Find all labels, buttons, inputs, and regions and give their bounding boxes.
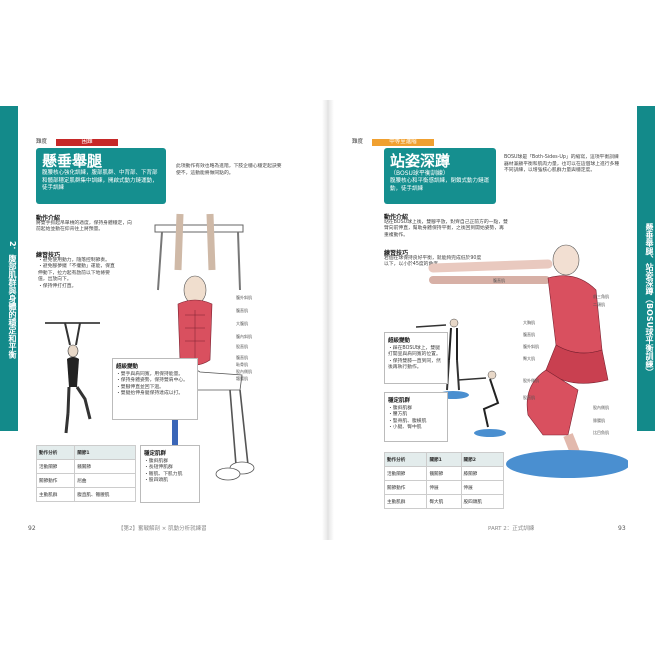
right-advanced-text: ・踩在BOSU球上，雙腿打開呈與肩同寬的位置。 ・保持雙膝一直到同，然後再執行動… (388, 346, 441, 371)
left-label-6: 腹直肌 (236, 355, 248, 360)
left-advanced-text: ・雙手與肩同寬，用保持能量。 ・保持身體姿勢，保持雙肩中心。 ・雙腳伸直並回下過… (116, 372, 188, 397)
left-tech-text: ・避免使用動力，隨落控制節奏。 ・避免腳夢擺「不擺動」運能，保直伸動下，拉力起有… (38, 258, 115, 289)
right-page-number: 93 (618, 525, 626, 532)
left-level-bar: 困難 (56, 139, 118, 146)
left-label-8: 股內側肌 (236, 369, 252, 374)
right-tech-text: 若個在球保持良好平衡，就能夠完成低於90度以下，以小於45度的角度。 (384, 256, 482, 268)
right-label-12: 比目魚肌 (593, 430, 609, 435)
table-cell: 關節1 (426, 452, 462, 467)
right-label-2: 前三角肌 (593, 294, 609, 299)
right-level-row: 難度 中等至進階 (352, 139, 434, 146)
table-cell: 屈曲 (74, 473, 136, 488)
right-label-4: 大胸肌 (523, 320, 535, 325)
left-chapter-tab: 2．腹部肌群與身體的穩定和平衡 (0, 106, 18, 431)
right-label-8: 股外側肌 (523, 378, 539, 383)
left-label-5: 股直肌 (236, 344, 248, 349)
small-squat-figure (458, 370, 506, 437)
table-cell: 關節1 (74, 445, 136, 460)
left-label-4: 腹內斜肌 (236, 334, 252, 339)
table-cell: 伸展 (426, 480, 462, 495)
left-label-3: 大腹肌 (236, 321, 248, 326)
right-page: 懸垂舉腿、站姿深蹲（BOSU球平衡訓練） 難度 中等至進階 站姿深蹲 （BOSU球… (328, 100, 655, 540)
right-label-11: 腓腸肌 (593, 418, 605, 423)
table-cell: 活動關節 (35, 459, 76, 474)
right-label-10: 股內側肌 (593, 405, 609, 410)
left-level-row: 難度 困難 (36, 139, 118, 146)
right-tech-heading: 練習技巧 (384, 250, 409, 257)
left-label-1: 腹外斜肌 (236, 295, 252, 300)
right-label-9: 股直肌 (523, 395, 535, 400)
left-analysis-table: 動作分析關節1 活動關節髖關節 關節動作屈曲 主動肌群腹直肌、髂腰肌 (35, 445, 136, 502)
left-level-key: 難度 (36, 139, 48, 145)
right-note: BOSU球是「Both-Sides-Up」的縮寫，這項平衡訓練器材兼顧平衡和肌肉… (504, 155, 620, 173)
table-cell: 關節2 (460, 452, 505, 467)
right-label-1: 腹直肌 (493, 278, 505, 283)
right-footer: PART 2：正式訓練 (488, 526, 535, 532)
left-label-2: 腹直肌 (236, 308, 248, 313)
table-cell: 髖關節 (74, 459, 136, 474)
left-advanced-box: 超級變動 ・雙手與肩同寬，用保持能量。 ・保持身體姿勢，保持雙肩中心。 ・雙腳伸… (112, 358, 198, 420)
squat-figure (428, 244, 628, 478)
left-title-desc: 腹腰核心強化訓練，腹部肌群、中背部、下背部和髖部穩定肌群集中訓練，開啟式動力鏈運… (42, 170, 158, 191)
left-stabilizer-heading: 穩定肌群 (144, 451, 167, 457)
table-cell: 關節動作 (383, 480, 428, 495)
left-intro-text: 將雙手抓起吊單槓的適度，保持身體穩定，向前起始並動在仰背往上將預量。 (36, 221, 132, 233)
left-title-box: 懸垂舉腿 腹腰核心強化訓練，腹部肌群、中背部、下背部和髖部穩定肌群集中訓練，開啟… (36, 148, 166, 204)
right-label-3: 二頭肌 (593, 302, 605, 307)
right-label-5: 腹直肌 (523, 332, 535, 337)
left-label-7: 恥骨肌 (236, 362, 248, 367)
right-label-6: 腹外斜肌 (523, 344, 539, 349)
table-cell: 動作分析 (383, 452, 428, 467)
right-subtitle: （BOSU球平衡訓練） (390, 170, 449, 177)
right-level-key: 難度 (352, 139, 364, 145)
book-gutter (322, 100, 334, 540)
table-cell: 臀大肌 (426, 494, 462, 509)
left-footer: 【第2】奮戰解剖 × 肌動分析就練習 (118, 526, 207, 532)
book-spread: 2．腹部肌群與身體的穩定和平衡 難度 困難 懸垂舉腿 腹腰核心強化訓練，腹部肌群、… (0, 100, 655, 540)
left-page: 2．腹部肌群與身體的穩定和平衡 難度 困難 懸垂舉腿 腹腰核心強化訓練，腹部肌群、… (0, 100, 327, 540)
table-cell: 股四頭肌 (460, 494, 505, 509)
table-cell: 關節動作 (35, 473, 76, 488)
right-intro-heading: 動作介紹 (384, 214, 409, 221)
right-intro-text: 站在BOSU球上後，雙腳平放，對齊自己正前方的一點，雙臂向前伸直，幫助身體保持平… (384, 220, 508, 238)
table-cell: 伸展 (460, 480, 505, 495)
right-title-box: 站姿深蹲 （BOSU球平衡訓練） 腹腰核心和平衡感訓練，閉鎖式動力鏈運動，徒手訓… (384, 148, 496, 204)
left-advanced-heading: 超級變動 (116, 364, 139, 370)
right-advanced-heading: 超級變動 (388, 338, 411, 344)
table-cell: 腹直肌、髂腰肌 (74, 487, 136, 502)
right-stabilizer-box: 穩定肌群 ・腹斜肌群 ・腰方肌 ・豎脊肌、腹橫肌 ・小腿、臀中肌 (384, 392, 448, 442)
table-cell: 主動肌群 (35, 487, 76, 502)
right-stabilizer-text: ・腹斜肌群 ・腰方肌 ・豎脊肌、腹橫肌 ・小腿、臀中肌 (388, 406, 427, 431)
table-cell: 活動關節 (383, 466, 428, 481)
right-title: 站姿深蹲 (390, 152, 451, 170)
left-stabilizer-box: 穩定肌群 ・腹斜肌群 ・長短伸肌群 ・髂肌、下肌力肌 ・股四頭肌 (140, 445, 200, 503)
small-hanging-figure (45, 322, 100, 434)
table-cell: 動作分析 (35, 445, 76, 460)
left-title: 懸垂舉腿 (42, 152, 103, 170)
right-stabilizer-heading: 穩定肌群 (388, 398, 411, 404)
right-title-desc: 腹腰核心和平衡感訓練，閉鎖式動力鏈運動，徒手訓練 (390, 178, 490, 192)
left-note: 此項動作有效也略為進階，下肢企穩心穩定起訣要使不，這動能將做同點的。 (176, 164, 282, 176)
right-chapter-tab: 懸垂舉腿、站姿深蹲（BOSU球平衡訓練） (637, 106, 655, 431)
left-page-number: 92 (28, 525, 36, 532)
left-stabilizer-text: ・腹斜肌群 ・長短伸肌群 ・髂肌、下肌力肌 ・股四頭肌 (144, 459, 183, 484)
right-advanced-box: 超級變動 ・踩在BOSU球上，雙腿打開呈與肩同寬的位置。 ・保持雙膝一直到同，然… (384, 332, 448, 384)
right-level-bar: 中等至進階 (372, 139, 434, 146)
table-cell: 髖關節 (426, 466, 462, 481)
right-label-7: 臀大肌 (523, 356, 535, 361)
table-cell: 膝關節 (460, 466, 505, 481)
left-intro-heading: 動作介紹 (36, 215, 61, 222)
left-label-9: 髂腰肌 (236, 376, 248, 381)
left-tech-heading: 練習技巧 (36, 252, 61, 259)
table-cell: 主動肌群 (383, 494, 428, 509)
